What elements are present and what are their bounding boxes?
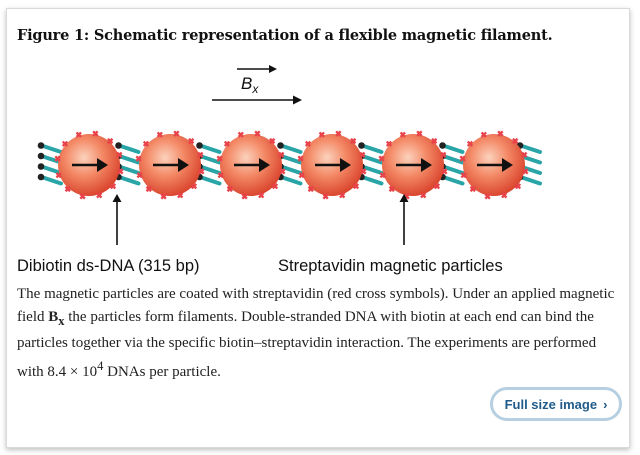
figure-caption: The magnetic particles are coated with s… xyxy=(17,283,617,383)
dna-strand xyxy=(41,154,63,165)
dna-strand xyxy=(520,144,542,154)
dna-strand xyxy=(118,165,141,175)
caption-part1: The magnetic particles are coated with s… xyxy=(17,286,615,325)
magnetization-arrowhead xyxy=(421,158,432,172)
label-streptavidin-particles: Streptavidin magnetic particles xyxy=(278,257,503,275)
biotin-dot xyxy=(37,173,45,181)
magnetic-particle xyxy=(458,129,530,201)
magnetization-arrowhead xyxy=(502,158,513,172)
magnetic-particle xyxy=(134,129,206,201)
field-label: Bx xyxy=(241,74,259,96)
particle-chain xyxy=(37,129,542,201)
dna-strand xyxy=(280,154,303,165)
biotin-dot xyxy=(196,142,203,149)
caption-part3: DNAs per particle. xyxy=(103,363,221,380)
dna-strand xyxy=(520,165,542,175)
magnetic-particle xyxy=(215,129,287,201)
dna-strand xyxy=(442,165,465,175)
dna-strand xyxy=(118,175,141,186)
dna-strand xyxy=(41,144,63,154)
chevron-right-icon: › xyxy=(603,396,608,412)
caption-field-symbol: Bx xyxy=(48,308,65,328)
magnetic-particle xyxy=(53,129,125,201)
dna-strand xyxy=(199,154,222,165)
dna-linker xyxy=(358,142,384,186)
dna-strand xyxy=(520,175,542,186)
figure-title: Figure 1: Schematic representation of a … xyxy=(17,27,553,44)
dna-strand xyxy=(361,154,384,165)
dna-strand xyxy=(280,175,303,186)
dna-strand xyxy=(520,154,542,165)
dna-strand xyxy=(199,144,222,154)
full-size-image-button[interactable]: Full size image › xyxy=(490,387,622,421)
biotin-dot xyxy=(115,142,122,149)
biotin-dot xyxy=(358,142,365,149)
dna-strand xyxy=(442,144,465,154)
dna-strand xyxy=(280,144,303,154)
dna-linker xyxy=(196,142,222,186)
magnetization-arrowhead xyxy=(178,158,189,172)
dna-strand xyxy=(41,165,63,175)
biotin-dot xyxy=(37,142,45,149)
pointer-dna xyxy=(112,194,122,245)
biotin-dot xyxy=(37,163,45,170)
dna-strand xyxy=(199,175,222,186)
dna-linker xyxy=(37,142,63,186)
biotin-dot xyxy=(37,152,45,160)
caption-part2: the particles form filaments. Double-str… xyxy=(17,308,597,380)
magnetic-particle xyxy=(296,129,368,201)
dna-strand xyxy=(442,175,465,186)
biotin-dot xyxy=(439,142,446,149)
magnetic-particle xyxy=(377,129,449,201)
pointer-particles xyxy=(399,194,409,245)
biotin-dot xyxy=(277,142,284,149)
caption-exponent: 4 xyxy=(97,358,104,373)
dna-strand xyxy=(41,175,63,186)
magnetization-arrowhead xyxy=(340,158,351,172)
dna-strand xyxy=(199,165,222,175)
dna-strand xyxy=(280,165,303,175)
field-indicator: Bx xyxy=(212,65,302,105)
dna-strand xyxy=(361,165,384,175)
dna-strand xyxy=(361,175,384,186)
dna-strand xyxy=(442,154,465,165)
label-dibiotin-dna: Dibiotin ds-DNA (315 bp) xyxy=(17,257,200,275)
full-size-image-label: Full size image xyxy=(504,396,598,412)
filament-schematic: Bx Dibiotin ds-DNA (315 bp) Streptavidin… xyxy=(17,65,542,275)
magnetization-arrowhead xyxy=(259,158,270,172)
dna-strand xyxy=(361,144,384,154)
dna-strand xyxy=(118,144,141,154)
magnetization-arrowhead xyxy=(97,158,108,172)
dna-strand xyxy=(118,154,141,165)
figure-card: Figure 1: Schematic representation of a … xyxy=(6,8,630,448)
